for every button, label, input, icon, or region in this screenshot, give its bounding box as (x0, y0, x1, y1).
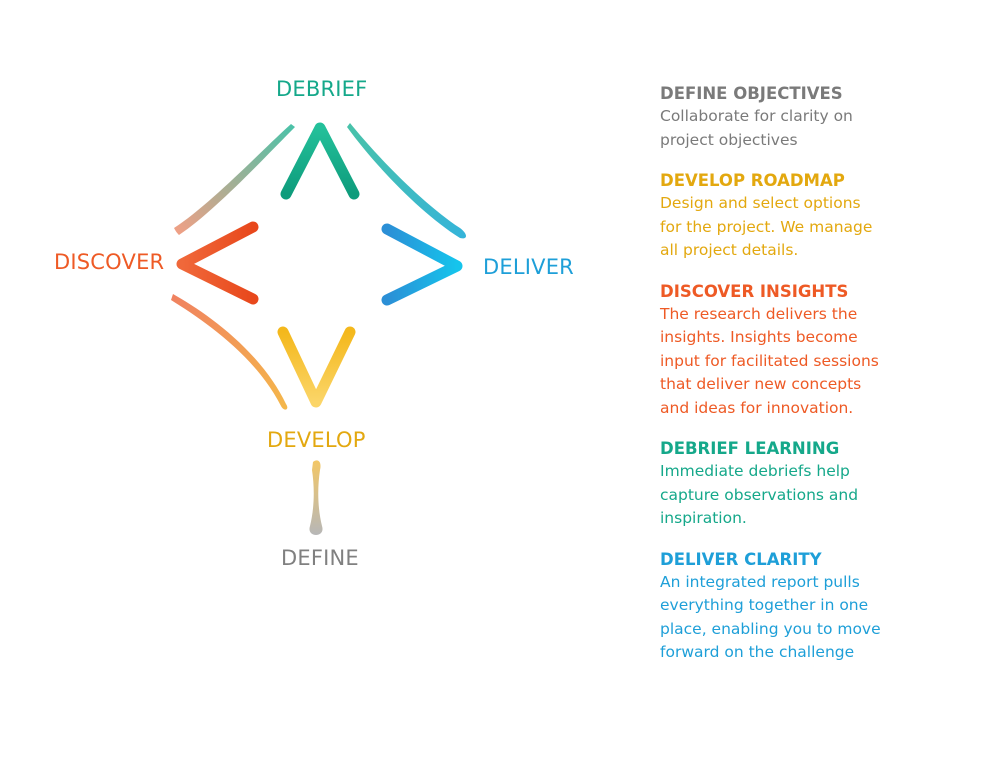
debrief-chevron (280, 122, 360, 200)
step-title: DEBRIEF LEARNING (660, 439, 840, 458)
discover-develop-tail (171, 294, 288, 410)
label-debrief: DEBRIEF (276, 77, 368, 101)
step-deliver: DELIVER CLARITY An integrated report pul… (660, 548, 980, 665)
step-description: Collaborate for clarity on project objec… (660, 107, 853, 149)
step-title: DELIVER CLARITY (660, 549, 822, 569)
process-diagram: DEBRIEF DISCOVER DELIVER DEVELOP DEFINE (54, 77, 574, 570)
steps-panel: DEFINE OBJECTIVES Collaborate for clarit… (660, 82, 980, 682)
step-title: DISCOVER INSIGHTS (660, 281, 849, 301)
discover-chevron (176, 221, 259, 305)
diagram-graphic (171, 122, 466, 535)
label-define: DEFINE (281, 546, 359, 570)
step-description: The research delivers the insights. Insi… (660, 304, 879, 417)
step-title: DEFINE OBJECTIVES (660, 84, 843, 103)
develop-chevron (277, 326, 356, 408)
label-deliver: DELIVER (483, 255, 574, 279)
debrief-deliver-tail (347, 123, 466, 239)
label-discover: DISCOVER (54, 250, 165, 274)
step-develop: DEVELOP ROADMAP Design and select option… (660, 169, 980, 263)
deliver-chevron (381, 223, 463, 306)
develop-define-tail (309, 460, 323, 535)
step-discover: DISCOVER INSIGHTS The research delivers … (660, 280, 980, 421)
debrief-discover-tail (174, 124, 295, 235)
step-description: An integrated report pulls everything to… (660, 572, 881, 662)
step-debrief: DEBRIEF LEARNING Immediate debriefs help… (660, 437, 980, 531)
step-description: Design and select options for the projec… (660, 194, 873, 259)
label-develop: DEVELOP (267, 428, 366, 452)
step-title: DEVELOP ROADMAP (660, 171, 845, 190)
step-description: Immediate debriefs help capture observat… (660, 462, 859, 527)
step-define: DEFINE OBJECTIVES Collaborate for clarit… (660, 82, 980, 152)
